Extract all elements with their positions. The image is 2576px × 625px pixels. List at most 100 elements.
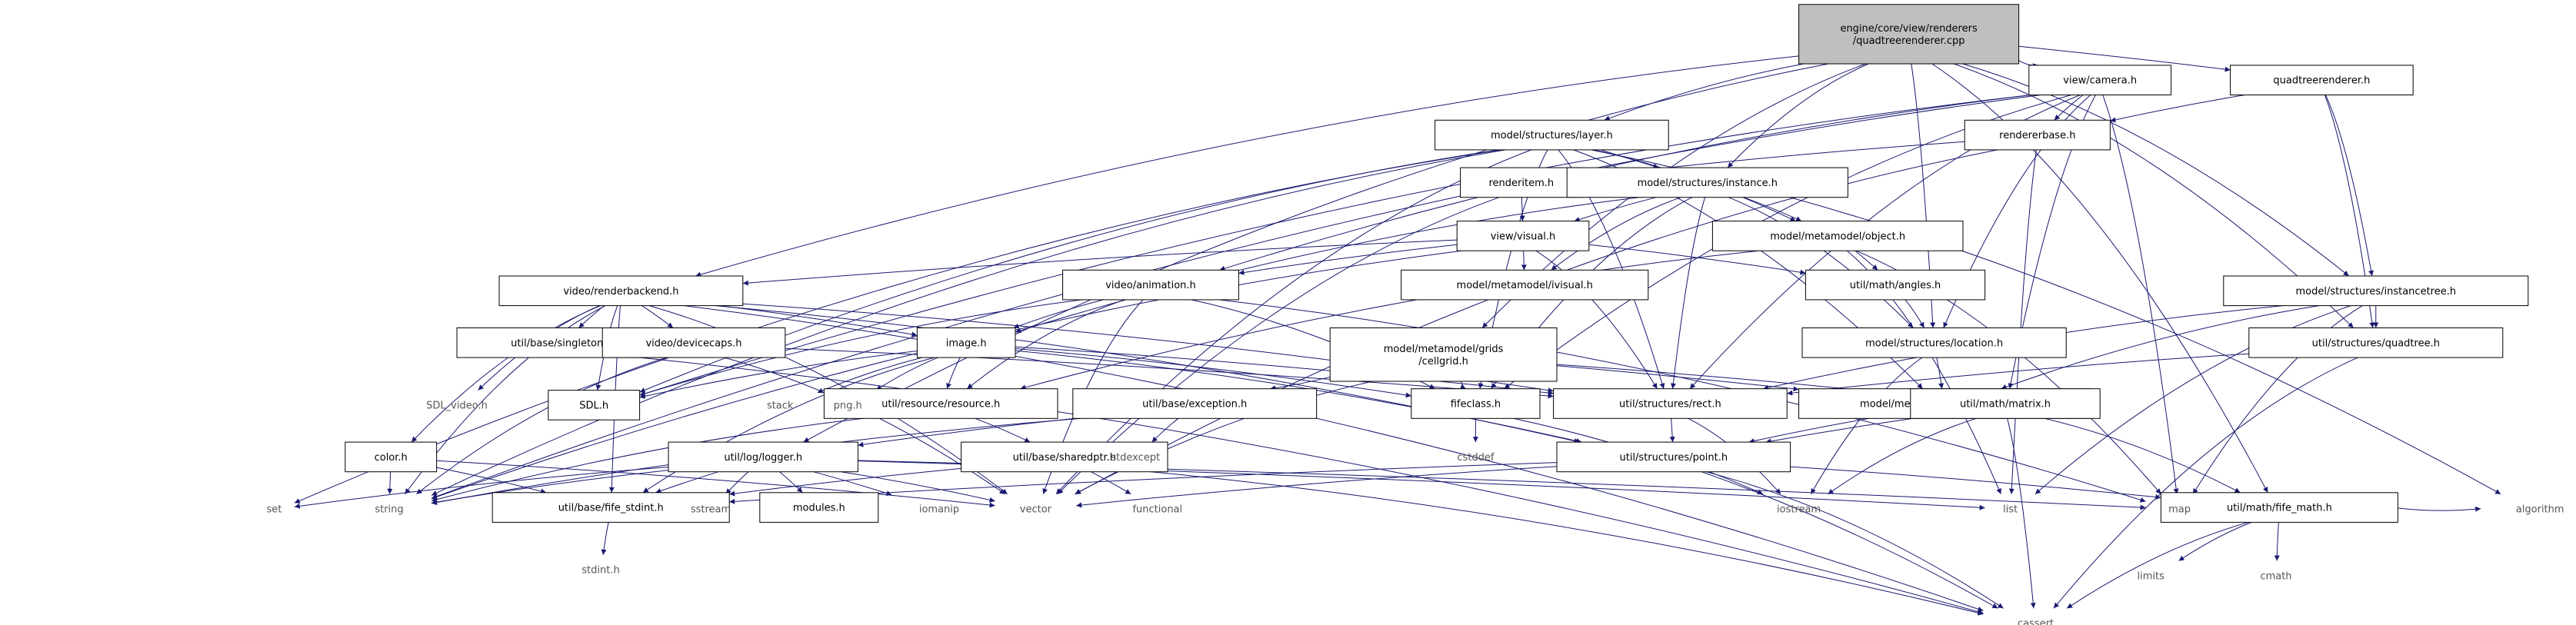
node-label: util/structures/rect.h [1619,399,1721,411]
edge-object-to-angles [1855,250,1878,271]
node-label: util/math/matrix.h [1960,399,2051,411]
node-box [1072,388,1318,419]
node-label: limits [2138,570,2165,582]
node-fifestdint[interactable]: util/base/fife_stdint.h [492,492,730,523]
node-label: cstddef [1457,452,1495,464]
node-label: video/renderbackend.h [563,286,678,298]
edge-instance-to-image [1015,197,1639,334]
node-quadtree[interactable]: util/structures/quadtree.h [2248,327,2504,358]
root-node: engine/core/view/renderers/quadtreerende… [1798,4,2020,65]
node-label: quadtreerenderer.h [2273,75,2370,87]
edge-instance-to-object [1743,197,1802,222]
edge-animation-to-resource [966,299,1125,390]
node-instance[interactable]: model/structures/instance.h [1566,167,1848,198]
node-box [602,327,786,358]
node-label: util/resource/resource.h [881,399,1000,411]
edge-visual-to-rbackend [742,239,1458,286]
edge-logger-to-sstream [725,471,749,495]
node-matrix[interactable]: util/math/matrix.h [1910,388,2101,419]
node-label: fifeclass.h [1451,399,1501,411]
node-box [1566,167,1848,198]
node-label: iomanip [919,504,959,516]
node-set: set [266,504,282,516]
node-logger[interactable]: util/log/logger.h [668,441,858,473]
node-rbase[interactable]: rendererbase.h [1964,119,2111,151]
node-stdexcept: stdexcept [1111,452,1160,464]
node-box [492,492,730,523]
edge-sharedptr-to-functional [1091,471,1131,495]
node-iomanip: iomanip [919,504,959,516]
node-fifeclass[interactable]: fifeclass.h [1411,388,1541,419]
node-object[interactable]: model/metamodel/object.h [1711,221,1964,251]
node-image[interactable]: image.h [916,327,1016,358]
edge-rbase-to-list [2008,149,2037,494]
node-label: util/log/logger.h [724,452,802,464]
edge-instance-to-ivisual [1551,197,1681,271]
edge-logger-to-fifestdint [655,471,719,494]
node-resource[interactable]: util/resource/resource.h [823,388,1058,419]
node-visual[interactable]: view/visual.h [1456,221,1590,251]
node-location[interactable]: model/structures/location.h [1801,327,2067,358]
node-label: sstream [691,504,731,516]
node-sharedptr[interactable]: util/base/sharedptr.h [961,441,1168,473]
edge-camera-to-map [2102,95,2179,494]
edge-animation-to-map [1218,299,2146,503]
edge-rbackend-to-fifestdint [608,305,621,493]
edge-image-to-resource [946,357,961,389]
node-modules[interactable]: modules.h [759,492,879,523]
edge-logger-to-string [431,470,669,505]
edge-exception-to-logger [858,417,1075,447]
node-label: SDL.h [579,400,608,411]
edge-root-to-qtrend [2018,45,2231,72]
edge-exception-to-stdexcept [1151,417,1179,443]
edge-image-to-stack [817,357,922,394]
edge-singleton-to-cassert [639,357,1984,615]
node-iostream: iostream [1777,504,1821,516]
node-point[interactable]: util/structures/point.h [1556,441,1791,473]
edge-fifemath-to-limits [2178,521,2252,561]
node-label: util/base/singleton.h [511,337,612,349]
node-exception[interactable]: util/base/exception.h [1072,388,1318,419]
node-stdinth: stdint.h [582,565,619,577]
node-label: vector [1020,504,1052,516]
edge-matrix-to-point [1765,417,1914,444]
node-angles[interactable]: util/math/angles.h [1805,269,1986,301]
node-label: algorithm [2516,504,2564,516]
node-ritem[interactable]: renderitem.h [1460,167,1583,198]
edge-visual-to-rect [1535,250,1658,389]
node-fifemath[interactable]: util/math/fife_math.h [2160,492,2398,523]
node-box [759,492,879,523]
edge-camera-to-animation [1219,95,2031,271]
edge-qtrend-to-rbase [2110,95,2245,123]
node-rbackend[interactable]: video/renderbackend.h [498,275,744,307]
node-ivisual[interactable]: model/metamodel/ivisual.h [1401,269,1649,301]
node-layer[interactable]: model/structures/layer.h [1435,119,1669,151]
node-box [916,327,1016,358]
node-label: cmath [2260,570,2291,582]
edge-visual-to-ivisual [1521,251,1527,271]
node-qtrend[interactable]: quadtreerenderer.h [2230,65,2414,95]
edge-animation-to-image [1013,299,1104,329]
node-cellgrid[interactable]: model/metamodel/grids/cellgrid.h [1329,327,1558,382]
node-sdlvideo: SDL_video.h [426,400,488,411]
node-box [1910,388,2101,419]
node-label: list [2003,504,2018,516]
node-instancetree[interactable]: model/structures/instancetree.h [2223,275,2529,307]
node-limits: limits [2138,570,2165,582]
node-sdl[interactable]: SDL.h [548,390,641,421]
edge-color-to-vector [436,460,995,508]
node-color[interactable]: color.h [345,441,438,473]
node-box [1556,441,1791,473]
edge-rbackend-to-color [411,305,601,443]
node-label: model/metamodel/object.h [1770,231,1905,242]
edge-visual-to-animation [1238,244,1458,275]
node-rect[interactable]: util/structures/rect.h [1553,388,1788,419]
edge-rbackend-to-image [719,305,918,337]
node-devcaps[interactable]: video/devicecaps.h [602,327,786,358]
node-label: model/structures/layer.h [1491,130,1613,141]
edge-cellgrid-to-fifeclass [1459,381,1466,390]
node-label: functional [1132,504,1182,516]
node-animation[interactable]: video/animation.h [1062,269,1239,301]
node-camera[interactable]: view/camera.h [2028,65,2172,95]
